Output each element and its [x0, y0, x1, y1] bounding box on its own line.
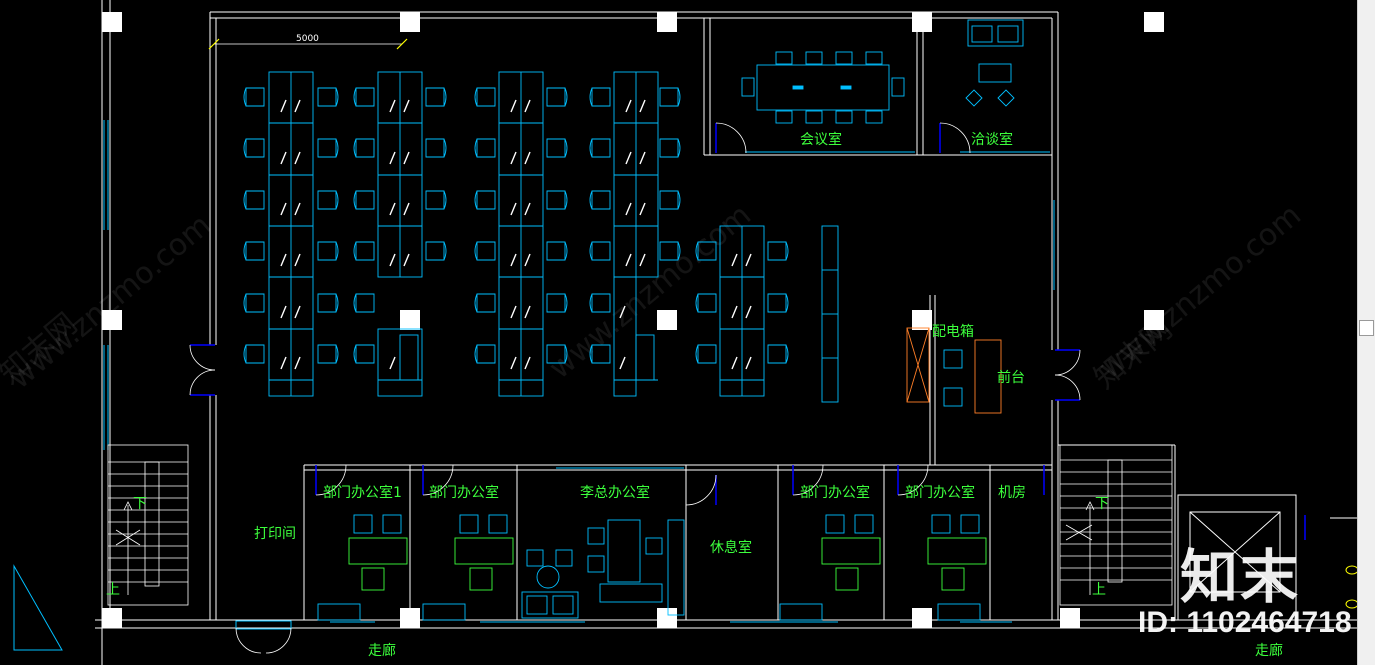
label-lounge: 休息室	[710, 539, 752, 556]
image-id-label: ID: 1102464718	[1138, 606, 1352, 639]
label-stair-left-down: 下	[133, 496, 147, 512]
windows	[103, 120, 1055, 630]
label-reception: 前台	[997, 369, 1025, 386]
label-dept-office-4: 部门办公室	[905, 484, 975, 501]
label-print-room: 打印间	[254, 525, 296, 542]
label-stair-right-down: 下	[1095, 496, 1109, 512]
scrollbar-thumb[interactable]	[1359, 320, 1374, 336]
label-negotiation-room: 洽谈室	[971, 131, 1013, 148]
label-dept-office-3: 部门办公室	[800, 484, 870, 501]
negotiation-room-furniture	[965, 19, 1024, 107]
stair-direction-arrows	[123, 501, 1095, 595]
computer-marks	[280, 99, 752, 370]
label-stair-right-up: 上	[1092, 582, 1106, 598]
brand-logo: 知末	[1180, 543, 1301, 611]
dimension-value: 5000	[296, 34, 319, 44]
label-gm-office: 李总办公室	[580, 484, 650, 501]
label-corridor-right: 走廊	[1255, 642, 1283, 659]
lower-office-furniture	[317, 514, 987, 621]
reception-area	[906, 327, 1002, 414]
vertical-scrollbar[interactable]	[1357, 0, 1375, 665]
label-stair-left-up: 上	[106, 582, 120, 598]
label-meeting-room: 会议室	[800, 131, 842, 148]
meeting-room-furniture	[741, 51, 905, 124]
doors	[189, 122, 1306, 654]
workstation-clusters	[268, 71, 839, 403]
left-stair	[107, 444, 189, 606]
label-dept-office-2: 部门办公室	[429, 484, 499, 501]
room-labels: 会议室 洽谈室 配电箱 前台 打印间 部门办公室1 部门办公室 李总办公室 休息…	[106, 131, 1283, 659]
north-arrow-icon	[13, 564, 63, 651]
right-stair	[1059, 444, 1173, 606]
building-walls	[95, 0, 1375, 665]
label-corridor-left: 走廊	[368, 642, 396, 659]
structural-columns	[102, 12, 1164, 628]
label-server-room: 机房	[998, 485, 1026, 501]
office-chairs	[243, 87, 789, 364]
label-dept-office-1: 部门办公室1	[323, 484, 402, 501]
label-power-box: 配电箱	[932, 324, 974, 340]
dimension-line: 5000	[208, 34, 408, 50]
